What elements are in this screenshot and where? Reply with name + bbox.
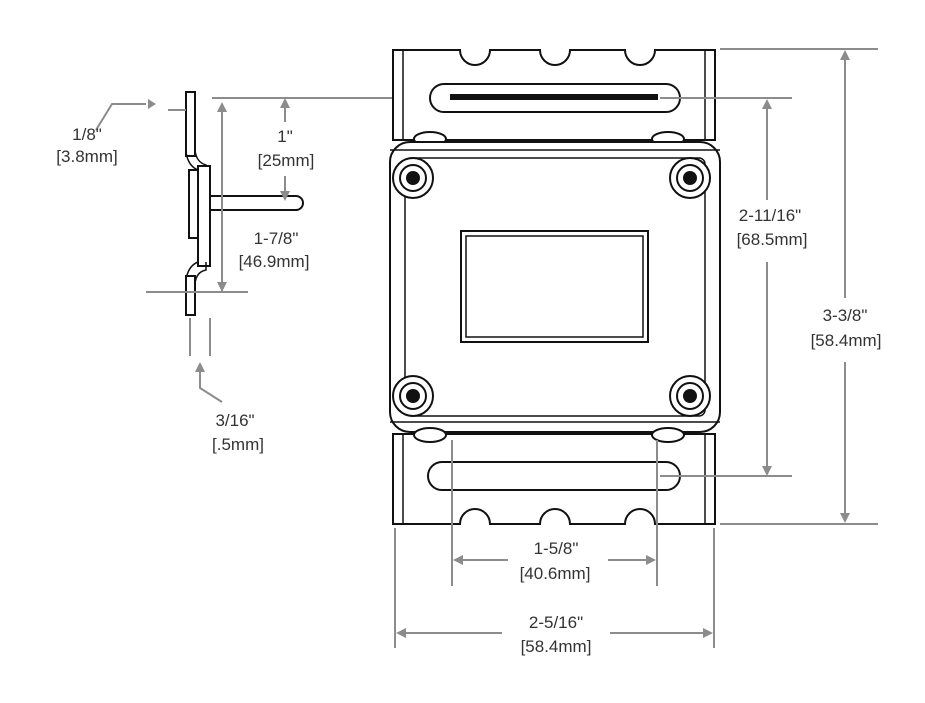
- dim-arrowhead: [762, 466, 772, 476]
- dim-arrowhead: [195, 362, 205, 372]
- dim-body-height: 1-7/8" [46.9mm]: [146, 102, 322, 293]
- slot-spacing-horizontal-mm: [40.6mm]: [520, 564, 591, 583]
- hinge-knuckle: [413, 427, 447, 443]
- screw-recess: [406, 389, 420, 403]
- overall-width-mm: [58.4mm]: [521, 637, 592, 656]
- plate-thickness-mm: [.5mm]: [212, 435, 264, 454]
- side-view: 1/8" [3.8mm] 1" [25mm] 1-7/8" [46.9mm]: [56, 91, 425, 454]
- dim-arrowhead: [217, 102, 227, 112]
- dim-overall-height: 3-3/8" [58.4mm]: [720, 48, 882, 525]
- dim-stud-offset: 1" [25mm]: [212, 97, 425, 201]
- body-height-inch: 1-7/8": [254, 229, 299, 248]
- dim-arrowhead: [453, 555, 463, 565]
- dim-arrowhead: [280, 191, 290, 201]
- mounting-stud: [209, 195, 304, 211]
- dim-arrowhead: [396, 628, 406, 638]
- screw-recess: [683, 171, 697, 185]
- overall-height-inch: 3-3/8": [823, 306, 868, 325]
- stud-offset-inch: 1": [277, 127, 293, 146]
- tab-thickness-mm: [3.8mm]: [56, 147, 117, 166]
- label-mask: [226, 226, 322, 272]
- bottom-flange: [392, 427, 716, 525]
- dim-slot-spacing-vertical: 2-11/16" [68.5mm]: [660, 97, 808, 477]
- dim-tab-thickness: 1/8" [3.8mm]: [56, 99, 186, 166]
- upper-bend: [194, 149, 207, 172]
- dim-arrowhead: [703, 628, 713, 638]
- dim-overall-width: 2-5/16" [58.4mm]: [394, 528, 715, 656]
- front-view: 2-11/16" [68.5mm] 3-3/8" [58.4mm] 1-5/8"…: [389, 48, 882, 656]
- slot-spacing-vertical-mm: [68.5mm]: [737, 230, 808, 249]
- side-bracket-profile: [185, 91, 304, 316]
- dim-arrowhead: [280, 98, 290, 108]
- overall-width-inch: 2-5/16": [529, 613, 583, 632]
- dim-leader: [95, 103, 146, 131]
- dim-arrowhead: [840, 513, 850, 523]
- dim-arrowhead: [148, 99, 156, 109]
- stud-offset-mm: [25mm]: [258, 151, 315, 170]
- upper-tab: [185, 91, 196, 157]
- screw-recess: [406, 171, 420, 185]
- display-window-inner: [465, 235, 644, 338]
- overall-height-mm: [58.4mm]: [811, 331, 882, 350]
- dim-arrowhead: [646, 555, 656, 565]
- dim-arrowhead: [762, 99, 772, 109]
- dim-arrowhead: [217, 282, 227, 292]
- screw-bottom-left: [392, 375, 434, 417]
- slot-spacing-vertical-inch: 2-11/16": [739, 206, 801, 225]
- bottom-mounting-slot: [427, 461, 681, 491]
- dim-plate-thickness: 3/16" [.5mm]: [189, 318, 264, 454]
- display-window: [460, 230, 649, 343]
- screw-top-right: [669, 157, 711, 199]
- hinge-knuckle: [651, 427, 685, 443]
- dim-leader: [199, 372, 223, 403]
- bracket-body: [197, 165, 211, 267]
- enclosure-body: [389, 141, 721, 433]
- plate-thickness-inch: 3/16": [215, 411, 254, 430]
- body-height-mm: [46.9mm]: [239, 252, 310, 271]
- mounting-plate: [188, 169, 199, 239]
- screw-top-left: [392, 157, 434, 199]
- dim-arrowhead: [840, 50, 850, 60]
- enclosure-inner: [404, 157, 706, 417]
- slot-edge: [450, 94, 658, 100]
- lower-tab: [185, 275, 196, 316]
- screw-recess: [683, 389, 697, 403]
- slot-spacing-horizontal-inch: 1-5/8": [534, 539, 579, 558]
- tab-thickness-inch: 1/8": [72, 125, 102, 144]
- dim-slot-spacing-horizontal: 1-5/8" [40.6mm]: [451, 440, 658, 586]
- screw-bottom-right: [669, 375, 711, 417]
